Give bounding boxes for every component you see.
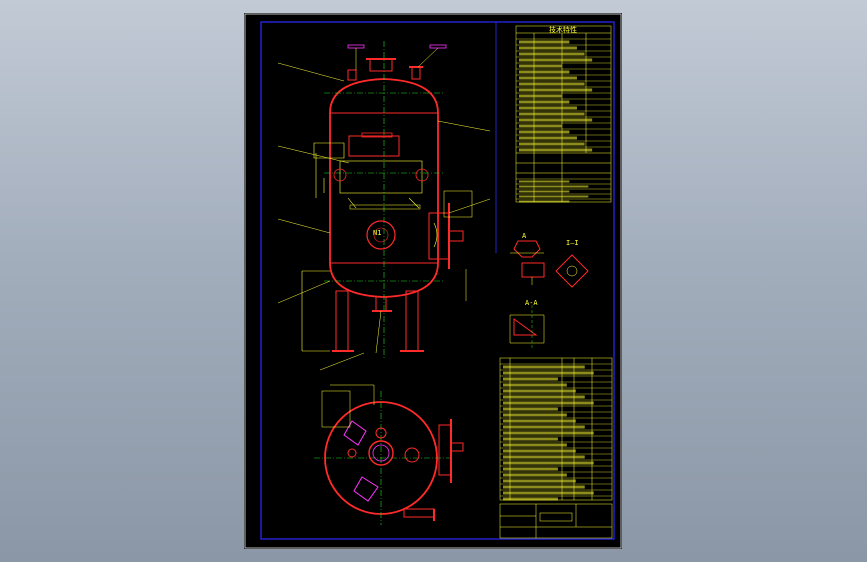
table-cell-ink bbox=[503, 383, 567, 387]
table-cell-ink bbox=[503, 419, 576, 423]
table-cell-ink bbox=[519, 180, 570, 183]
top-nozzle-right bbox=[411, 66, 421, 80]
table-cell-ink bbox=[519, 40, 570, 44]
manway-mark: N1 bbox=[373, 229, 382, 237]
inner-frame bbox=[260, 21, 615, 540]
table-cell-ink bbox=[519, 52, 585, 56]
detail-b-label: I—I bbox=[566, 239, 579, 247]
bottom-nozzle bbox=[375, 296, 387, 312]
table-cell-ink bbox=[503, 461, 594, 465]
support-leg-right bbox=[405, 290, 419, 352]
table-cell-ink bbox=[503, 425, 585, 429]
table-cell-ink bbox=[503, 407, 558, 411]
table-cell-ink bbox=[503, 455, 585, 459]
table-cell-ink bbox=[519, 106, 577, 110]
manway-circle bbox=[366, 220, 396, 250]
table-cell-ink bbox=[519, 136, 577, 140]
table-cell-ink bbox=[503, 371, 594, 375]
drawing-sheet: N1 技术特性 A I—I A-A bbox=[244, 13, 622, 549]
table-cell-ink bbox=[503, 413, 567, 417]
side-nozzle bbox=[428, 212, 450, 260]
table-cell-ink bbox=[519, 130, 570, 134]
table-cell-ink bbox=[519, 195, 589, 198]
table-cell-ink bbox=[519, 185, 589, 188]
top-nozzle-center bbox=[369, 58, 393, 72]
table-cell-ink bbox=[519, 94, 562, 98]
table-cell-ink bbox=[519, 46, 577, 50]
table-cell-ink bbox=[519, 148, 593, 152]
cad-drawing bbox=[244, 13, 622, 549]
table-cell-ink bbox=[503, 449, 576, 453]
table-cell-ink bbox=[519, 200, 570, 203]
table-cell-ink bbox=[519, 100, 570, 104]
table-cell-ink bbox=[519, 58, 593, 62]
table-cell-ink bbox=[519, 112, 585, 116]
table-cell-ink bbox=[519, 76, 577, 80]
table-cell-ink bbox=[519, 88, 593, 92]
support-lug-2 bbox=[353, 476, 379, 502]
table-cell-ink bbox=[519, 70, 570, 74]
table-cell-ink bbox=[519, 124, 562, 128]
table-cell-ink bbox=[503, 491, 594, 495]
detail-a-label: A bbox=[522, 232, 527, 240]
elevation-view bbox=[277, 41, 491, 371]
table-cell-ink bbox=[503, 365, 585, 369]
table-cell-ink bbox=[503, 395, 585, 399]
title-block bbox=[499, 503, 613, 539]
table-cell-ink bbox=[519, 190, 570, 193]
table-cell-ink bbox=[503, 467, 558, 471]
table-cell-ink bbox=[503, 377, 558, 381]
support-leg-left bbox=[335, 290, 349, 352]
table-cell-ink bbox=[519, 82, 585, 86]
table-cell-ink bbox=[503, 473, 567, 477]
table-cell-ink bbox=[503, 431, 594, 435]
top-nozzle-left bbox=[347, 69, 357, 81]
table-cell-ink bbox=[503, 401, 594, 405]
section-view-label: A-A bbox=[525, 299, 538, 307]
weld-details bbox=[509, 240, 589, 349]
table-cell-ink bbox=[519, 142, 585, 146]
table-cell-ink bbox=[503, 443, 567, 447]
table-cell-ink bbox=[519, 64, 562, 68]
internal-box bbox=[348, 135, 400, 157]
outer-frame bbox=[244, 13, 622, 549]
table-cell-ink bbox=[503, 497, 558, 501]
table-cell-ink bbox=[503, 437, 558, 441]
tech-table-rows bbox=[516, 38, 611, 203]
table-cell-ink bbox=[503, 389, 576, 393]
parts-list-rows bbox=[500, 363, 612, 501]
table-cell-ink bbox=[519, 118, 593, 122]
plan-view bbox=[314, 384, 464, 525]
tech-table-header: 技术特性 bbox=[549, 26, 577, 34]
support-lug-1 bbox=[343, 420, 367, 446]
table-cell-ink bbox=[503, 485, 585, 489]
table-cell-ink bbox=[503, 479, 576, 483]
